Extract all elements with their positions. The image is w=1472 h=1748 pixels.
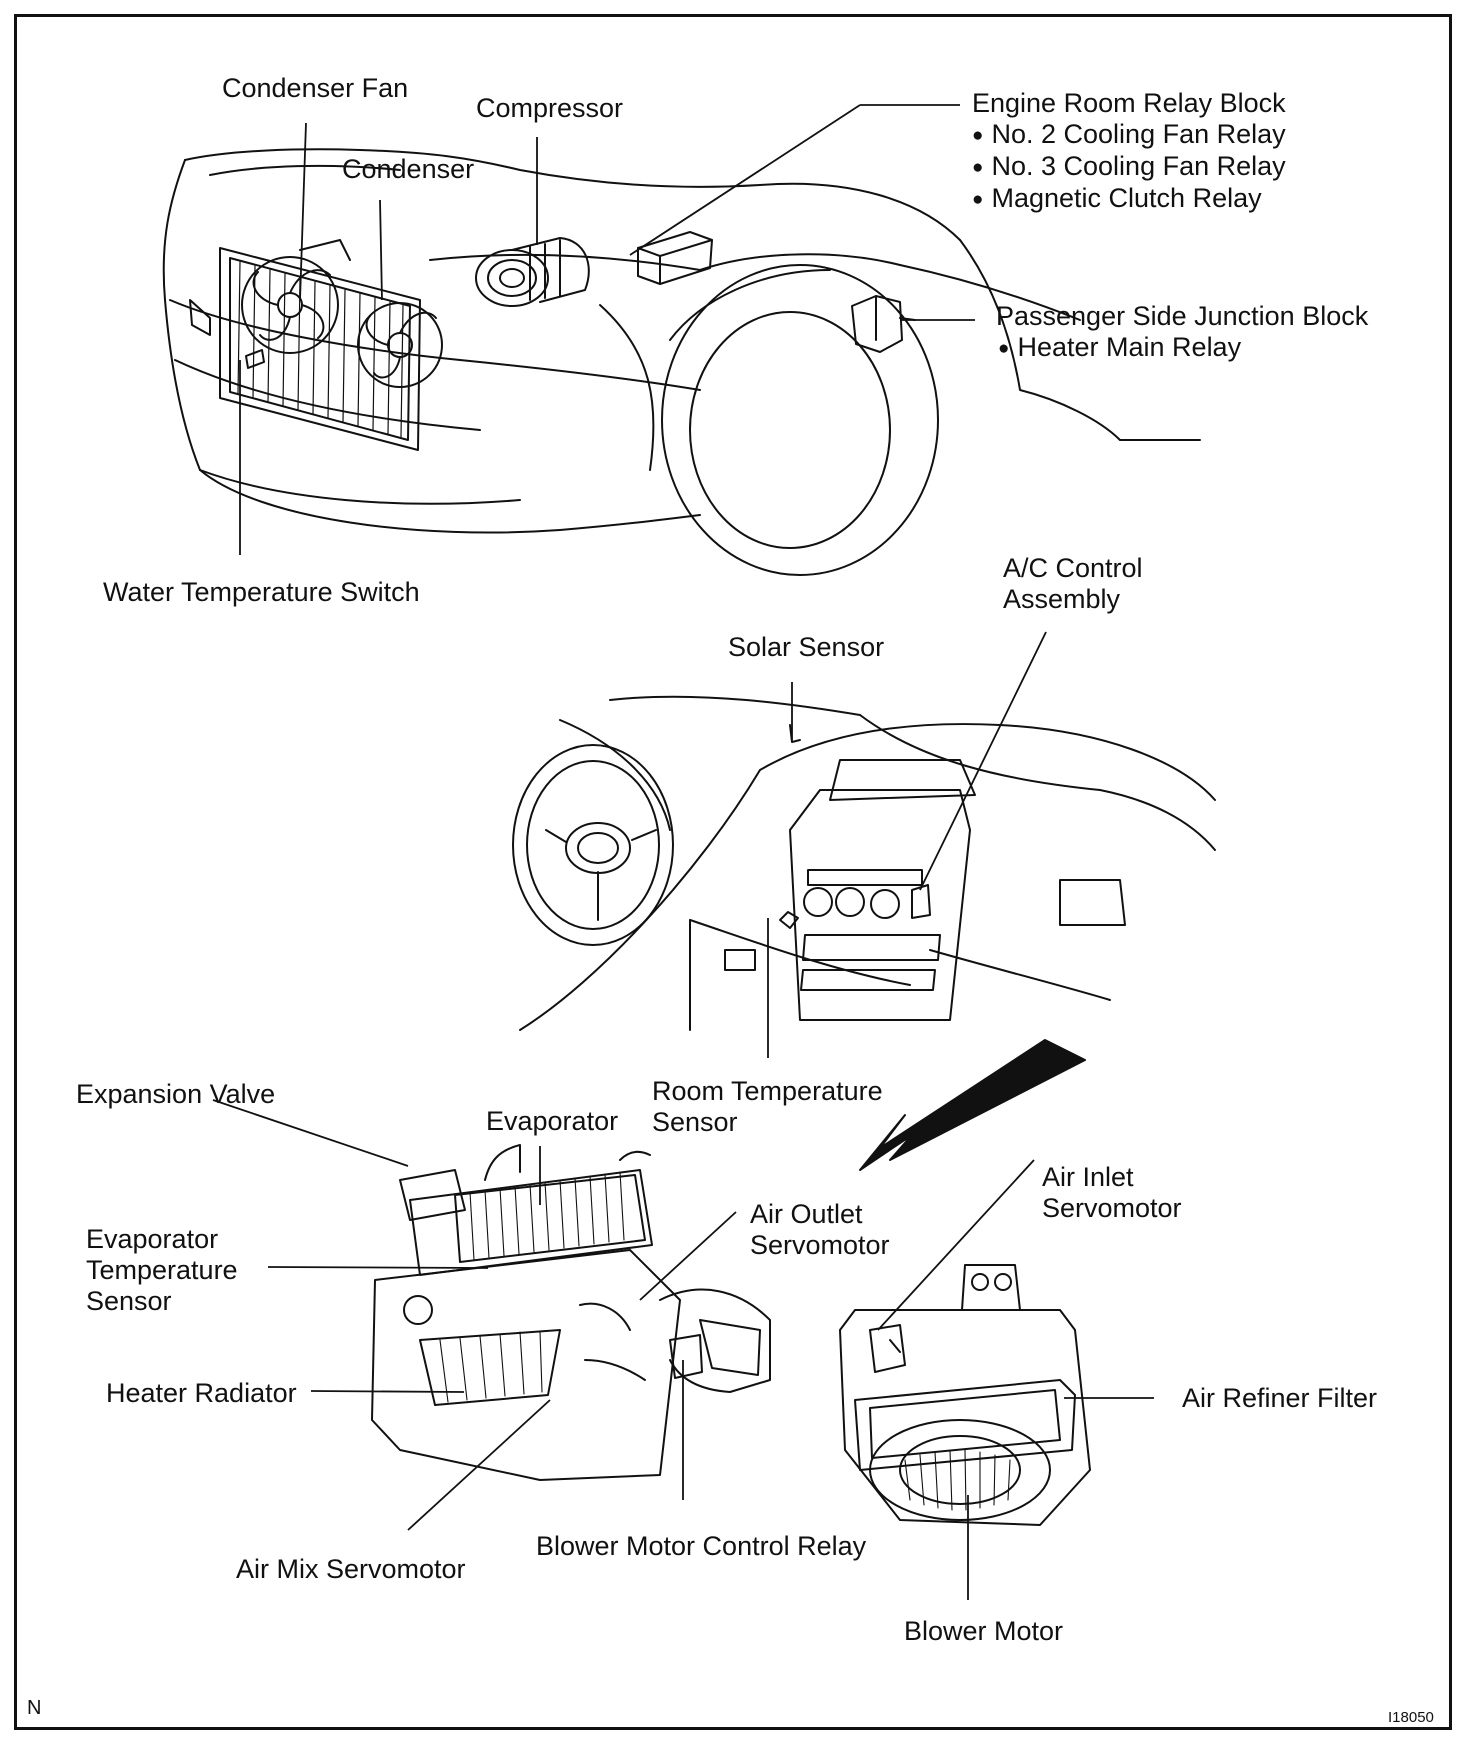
room-temperature-sensor-line-1: Room Temperature — [652, 1076, 883, 1106]
air-mix-servomotor-label: Air Mix Servomotor — [236, 1554, 466, 1584]
ac-unit-illustration — [371, 1144, 771, 1481]
no2-cooling-fan-relay-item: No. 2 Cooling Fan Relay — [972, 119, 1286, 151]
figure-code: I18050 — [1388, 1709, 1434, 1726]
compressor-label: Compressor — [476, 93, 624, 123]
passenger-side-junction-block-label: Passenger Side Junction Block Heater Mai… — [996, 301, 1368, 364]
air-inlet-servomotor-line-2: Servomotor — [1042, 1193, 1182, 1223]
blower-unit-illustration — [839, 1264, 1091, 1526]
room-temperature-sensor-label: Room Temperature Sensor — [652, 1076, 883, 1138]
room-temperature-sensor-line-2: Sensor — [652, 1107, 738, 1137]
air-inlet-servomotor-label: Air Inlet Servomotor — [1042, 1162, 1182, 1224]
vehicle-front-illustration — [162, 148, 1201, 576]
condenser-label: Condenser — [342, 154, 475, 184]
blower-motor-label: Blower Motor — [904, 1616, 1064, 1646]
air-outlet-servomotor-line-1: Air Outlet — [750, 1199, 863, 1229]
blower-motor-control-relay-label: Blower Motor Control Relay — [536, 1531, 867, 1561]
evaporator-temperature-sensor-line-1: Evaporator — [86, 1224, 219, 1254]
heater-radiator-label: Heater Radiator — [106, 1378, 297, 1408]
solar-sensor-label: Solar Sensor — [728, 632, 885, 662]
passenger-side-junction-block-title: Passenger Side Junction Block — [996, 301, 1369, 331]
ac-control-assembly-line-1: A/C Control — [1003, 553, 1143, 583]
air-inlet-servomotor-line-1: Air Inlet — [1042, 1162, 1134, 1192]
dashboard-illustration — [512, 695, 1216, 1171]
magnetic-clutch-relay-item: Magnetic Clutch Relay — [972, 183, 1286, 215]
air-refiner-filter-label: Air Refiner Filter — [1182, 1383, 1378, 1413]
leader-lines — [212, 104, 1154, 1600]
diagram-frame — [14, 14, 1452, 1730]
ac-control-assembly-line-2: Assembly — [1003, 584, 1121, 614]
heater-main-relay-item: Heater Main Relay — [998, 332, 1368, 364]
corner-letter: N — [27, 1697, 42, 1719]
evaporator-temperature-sensor-label: Evaporator Temperature Sensor — [86, 1224, 238, 1317]
evaporator-temperature-sensor-line-3: Sensor — [86, 1286, 172, 1316]
evaporator-temperature-sensor-line-2: Temperature — [86, 1255, 238, 1285]
expansion-valve-label: Expansion Valve — [76, 1079, 276, 1109]
condenser-fan-label: Condenser Fan — [222, 73, 409, 103]
engine-room-relay-block-title: Engine Room Relay Block — [972, 88, 1286, 118]
air-outlet-servomotor-line-2: Servomotor — [750, 1230, 890, 1260]
no3-cooling-fan-relay-item: No. 3 Cooling Fan Relay — [972, 151, 1286, 183]
water-temperature-switch-label: Water Temperature Switch — [103, 577, 420, 607]
ac-control-assembly-label: A/C Control Assembly — [1003, 553, 1143, 615]
air-outlet-servomotor-label: Air Outlet Servomotor — [750, 1199, 890, 1261]
evaporator-label: Evaporator — [486, 1106, 619, 1136]
engine-room-relay-block-label: Engine Room Relay Block No. 2 Cooling Fa… — [972, 88, 1286, 215]
